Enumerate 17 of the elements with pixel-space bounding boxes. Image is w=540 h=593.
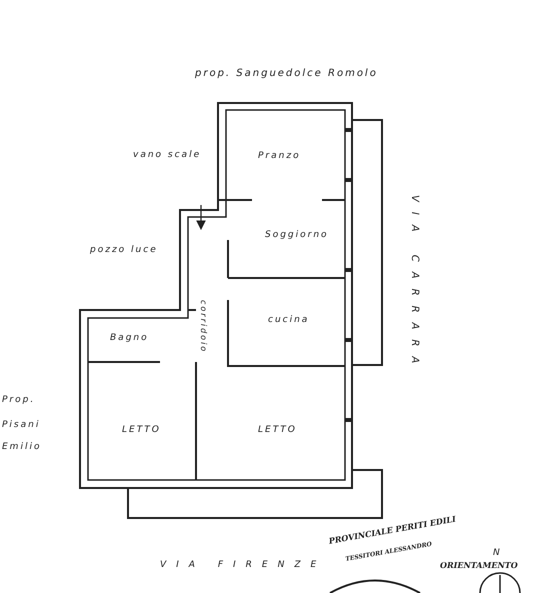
room-label: pozzo luce	[90, 245, 158, 255]
room-label: Soggiorno	[265, 230, 329, 240]
room-label: corridoio	[199, 300, 208, 354]
owner-note: Emilio	[2, 442, 42, 452]
street-name: VIA FIRENZE	[160, 560, 326, 570]
compass-letter: N	[493, 548, 502, 558]
room-label: Pranzo	[258, 151, 301, 161]
room-label: vano scale	[133, 150, 202, 160]
owner-note: Pisani	[2, 420, 40, 430]
street-name: VIA CARRARA	[409, 195, 420, 374]
room-label: Bagno	[110, 333, 149, 343]
compass-label: ORIENTAMENTO	[440, 560, 518, 570]
room-label: cucina	[268, 315, 310, 325]
room-label: LETTO	[122, 425, 161, 435]
owner-note: prop. Sanguedolce Romolo	[195, 68, 378, 79]
room-label: LETTO	[258, 425, 297, 435]
owner-note: Prop.	[2, 395, 36, 405]
